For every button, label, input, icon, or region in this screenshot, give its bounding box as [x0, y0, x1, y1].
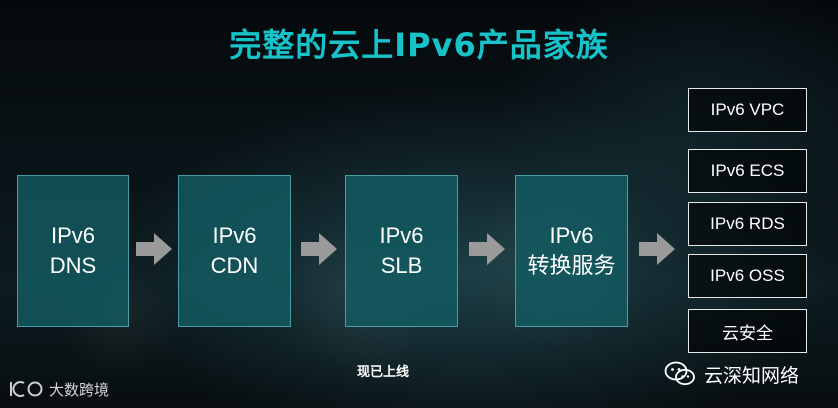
stage-box-cdn: IPv6 CDN — [178, 175, 291, 327]
product-box-oss: IPv6 OSS — [688, 254, 807, 298]
stage-line2: DNS — [49, 253, 97, 278]
stage-line2: CDN — [210, 253, 259, 278]
product-box-security: 云安全 — [688, 309, 807, 353]
status-note: 现已上线 — [357, 365, 410, 380]
arrow-right-icon — [134, 229, 174, 269]
stage-box-conversion: IPv6 转换服务 — [515, 175, 628, 327]
stage-line1: IPv6 — [379, 223, 424, 248]
product-box-vpc: IPv6 VPC — [688, 88, 807, 132]
arrow-right-icon — [299, 229, 339, 269]
wechat-icon — [664, 361, 695, 386]
stage-line1: IPv6 — [549, 223, 594, 248]
product-box-ecs: IPv6 ECS — [688, 149, 807, 193]
stage-box-slb: IPv6 SLB — [345, 175, 458, 327]
watermark-left: 大数跨境 — [8, 378, 109, 400]
arrow-right-icon — [467, 229, 507, 269]
stage-line2: SLB — [380, 253, 423, 278]
watermark-right: 云深知网络 — [664, 360, 799, 388]
watermark-left-text: 大数跨境 — [49, 380, 110, 399]
brand-logo-icon — [10, 381, 43, 397]
product-box-rds: IPv6 RDS — [688, 202, 807, 246]
stage-line1: IPv6 — [50, 223, 96, 248]
watermark-right-text: 云深知网络 — [704, 364, 800, 387]
slide-title: 完整的云上IPv6产品家族 — [229, 26, 609, 64]
stage-box-dns: IPv6 DNS — [17, 175, 129, 327]
stage-line1: IPv6 — [212, 223, 257, 248]
stage-line2: 转换服务 — [527, 253, 616, 278]
arrow-right-icon — [637, 229, 677, 269]
